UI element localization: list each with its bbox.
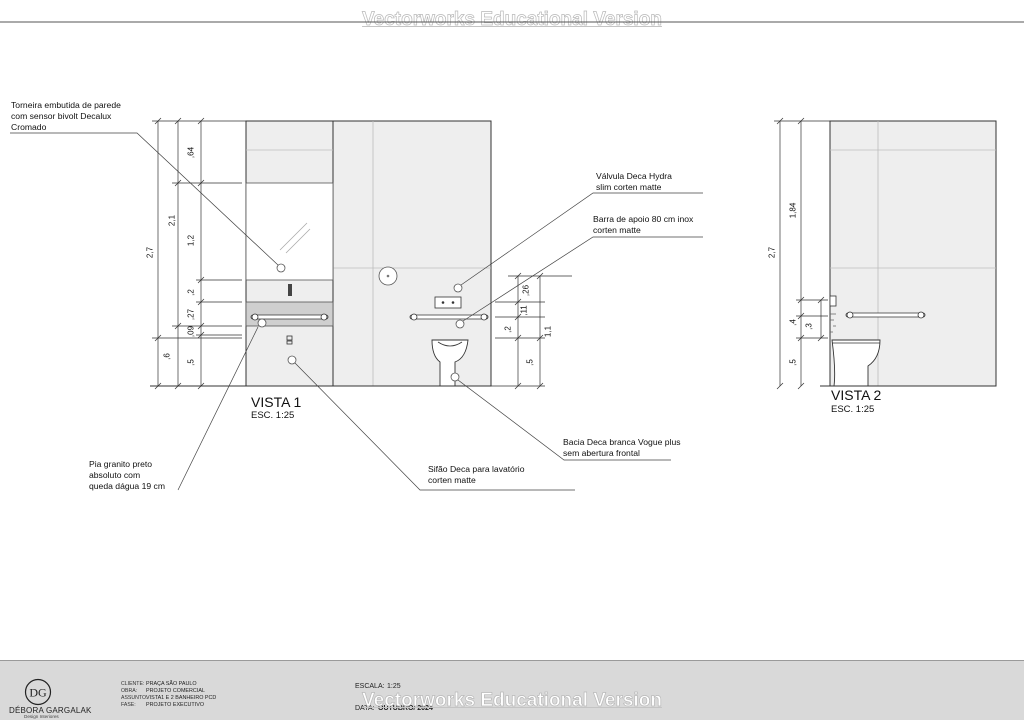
value-scale: 1:25 bbox=[387, 683, 401, 690]
grab-bar-sink bbox=[250, 314, 329, 320]
note-sink-top: Pia granito preto absoluto com queda dág… bbox=[89, 459, 165, 491]
leader-toilet bbox=[457, 379, 671, 461]
grab-bar-v2 bbox=[845, 312, 926, 318]
leader-grabbar bbox=[462, 236, 703, 322]
dim-v2-3: ,3 bbox=[804, 323, 814, 330]
toilet-side bbox=[831, 339, 881, 387]
label-client: CLIENTE: bbox=[121, 681, 145, 687]
brand-sub: Design Interiores bbox=[24, 714, 59, 719]
valve-side bbox=[829, 295, 837, 307]
vista-2-scale: ESC. 1:25 bbox=[831, 404, 875, 415]
siphon bbox=[286, 335, 293, 341]
value-date: OUTUBRO/ 2024 bbox=[378, 705, 433, 712]
brand-name: DÉBORA GARGALAK bbox=[9, 706, 92, 715]
value-subject: VISTA1 E 2 BANHEIRO PCD bbox=[146, 695, 217, 701]
dim-v1-gap: ,2 bbox=[186, 289, 196, 296]
dim-v1-mirror: 1,2 bbox=[186, 234, 196, 247]
leader-faucet bbox=[10, 132, 279, 266]
svg-text:DG: DG bbox=[29, 686, 47, 700]
note-toilet: Bacia Deca branca Vogue plus sem abertur… bbox=[563, 437, 681, 458]
vista-1-elevation bbox=[10, 117, 703, 491]
note-siphon: Sifão Deca para lavatório corten matte bbox=[428, 464, 525, 485]
label-date: DATA: bbox=[355, 705, 375, 712]
dim-v1-base: ,5 bbox=[186, 359, 196, 366]
leader-valve bbox=[460, 192, 703, 286]
value-work: PROJETO COMERCIAL bbox=[146, 688, 205, 694]
dim-v1b-2: ,2 bbox=[503, 326, 513, 333]
leader-sink bbox=[177, 326, 259, 491]
mirror bbox=[245, 182, 334, 281]
note-grab-bar: Barra de apoio 80 cm inox corten matte bbox=[593, 214, 694, 235]
value-phase: PROJETO EXECUTIVO bbox=[146, 702, 205, 708]
vista-2-title: VISTA 2 bbox=[831, 387, 882, 403]
flush-valve bbox=[434, 296, 462, 309]
leader-siphon bbox=[294, 362, 575, 491]
dg-logo-icon: DG bbox=[24, 678, 52, 706]
faucet bbox=[288, 284, 292, 296]
dim-v2-5: ,5 bbox=[788, 359, 798, 366]
title-block: DG DÉBORA GARGALAK Design Interiores CLI… bbox=[0, 660, 1024, 720]
dim-v1b-11: 1,1 bbox=[543, 325, 553, 338]
note-valve: Válvula Deca Hydra slim corten matte bbox=[596, 171, 672, 192]
dim-v2-total: 2,7 bbox=[767, 246, 777, 259]
dim-v1-upper: 2,1 bbox=[167, 214, 177, 227]
grab-bar-toilet bbox=[409, 314, 489, 320]
note-faucet: Torneira embutida de parede com sensor b… bbox=[11, 100, 121, 132]
dim-v1-top: ,64 bbox=[186, 146, 196, 159]
dim-v1-low: ,6 bbox=[162, 353, 172, 360]
dim-v1-band: ,09 bbox=[186, 325, 196, 338]
dim-v2-upper: 1,84 bbox=[788, 202, 798, 219]
value-client: PRAÇA SÃO PAULO bbox=[146, 681, 197, 687]
dim-v2-4: ,4 bbox=[788, 319, 798, 326]
dim-v1-total: 2,7 bbox=[145, 246, 155, 259]
dim-v1b-5: ,5 bbox=[525, 359, 535, 366]
label-scale: ESCALA: bbox=[355, 683, 385, 690]
label-phase: FASE: bbox=[121, 702, 136, 708]
label-work: OBRA: bbox=[121, 688, 138, 694]
vista-2-elevation bbox=[774, 117, 997, 390]
watermark-bottom: Vectorworks Educational Version bbox=[362, 690, 663, 712]
vista-1-scale: ESC. 1:25 bbox=[251, 410, 295, 421]
label-subject: ASSUNTO: bbox=[121, 695, 148, 701]
vista-1-title: VISTA 1 bbox=[251, 394, 302, 410]
watermark-top: Vectorworks Educational Version bbox=[362, 9, 663, 31]
dim-v1b-11s: ,11 bbox=[519, 305, 529, 316]
